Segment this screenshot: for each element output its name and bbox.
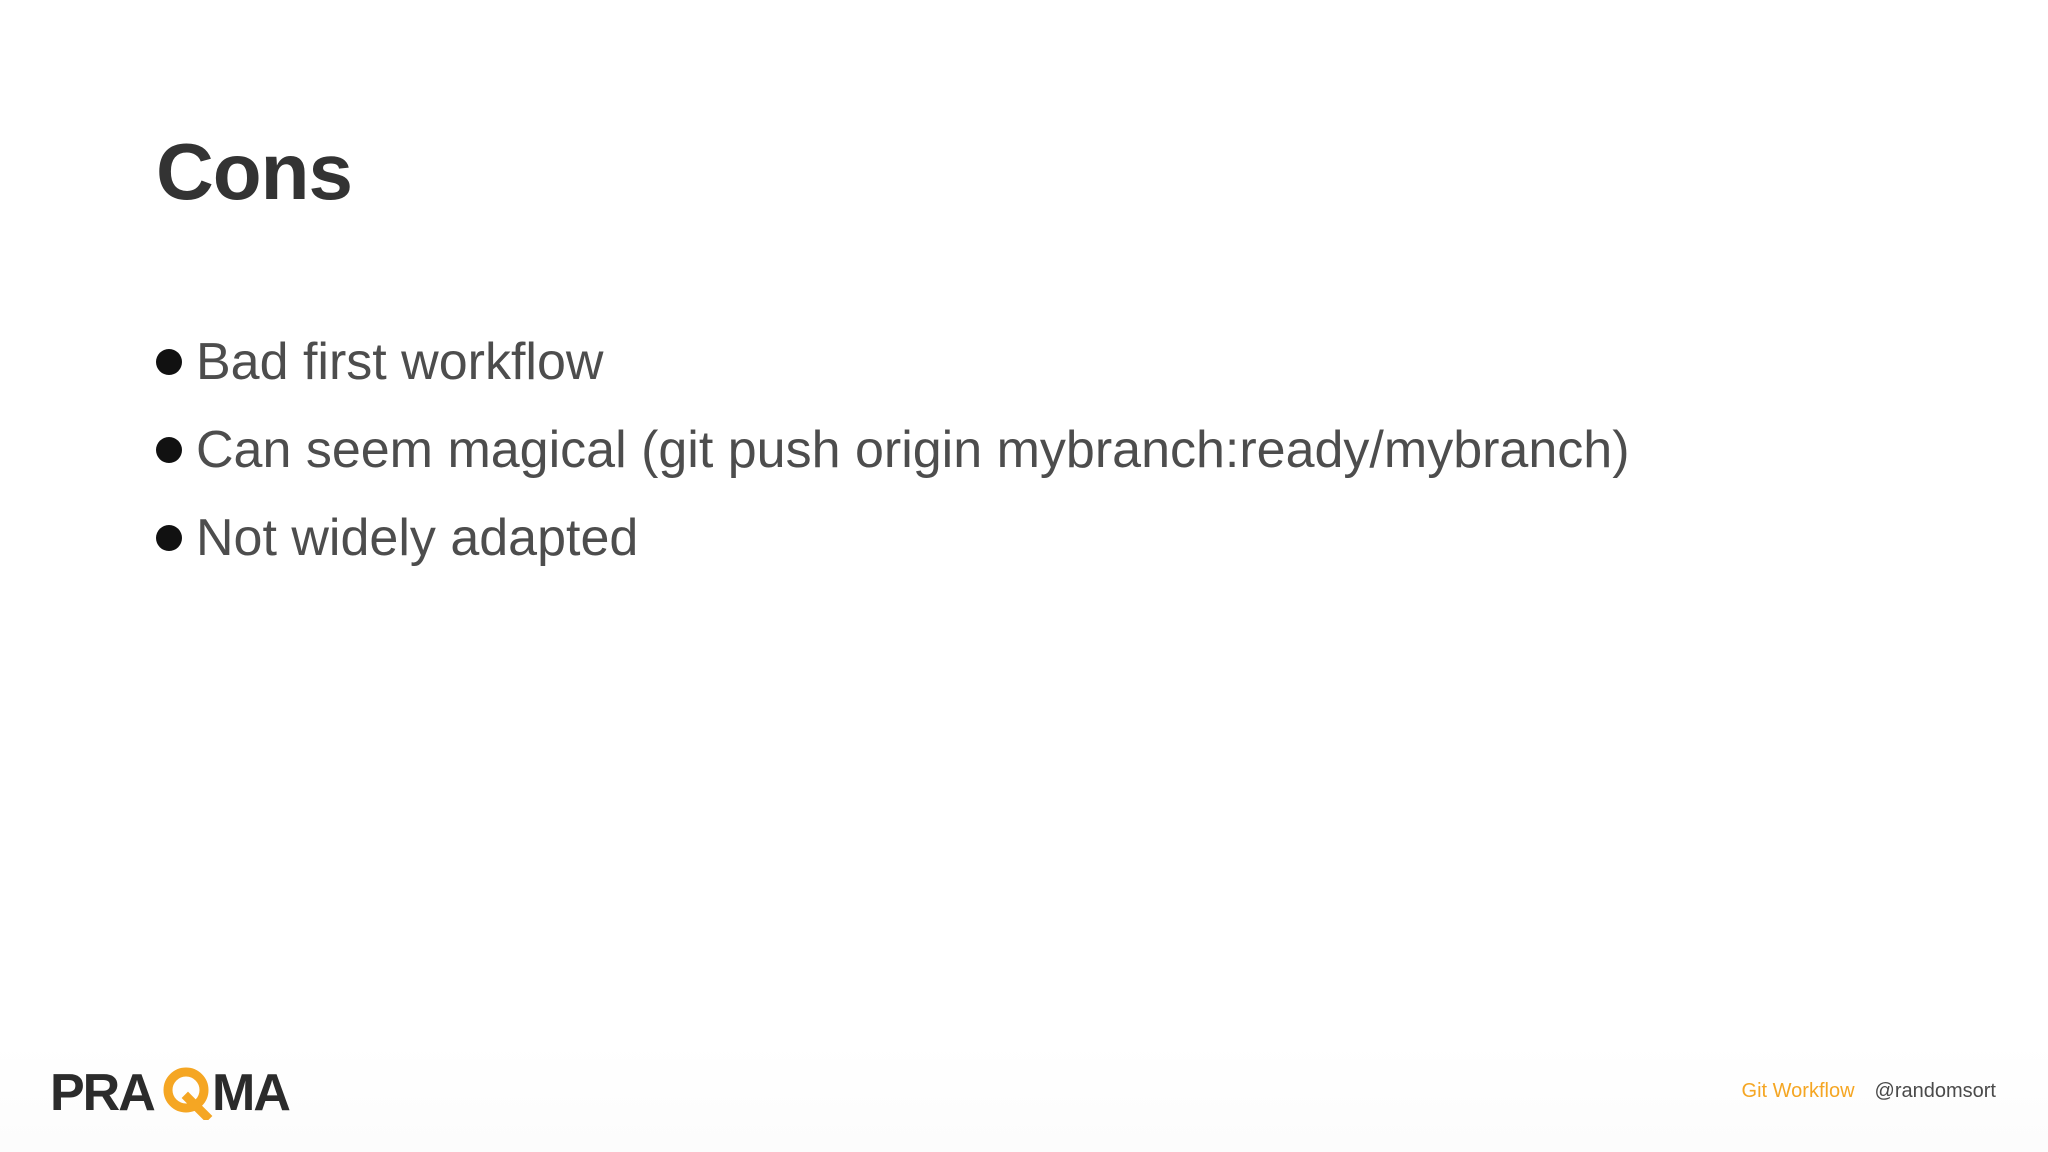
svg-text:PRA: PRA (50, 1064, 155, 1120)
bullet-icon (156, 349, 182, 375)
footer-band (0, 1042, 2048, 1152)
praqma-logo-icon: PRA MA (50, 1064, 292, 1120)
list-item: Can seem magical (git push origin mybran… (156, 406, 1630, 494)
bullet-icon (156, 437, 182, 463)
list-item: Bad first workflow (156, 318, 1630, 406)
bullet-list: Bad first workflow Can seem magical (git… (156, 318, 1630, 582)
footer-handle: @randomsort (1874, 1080, 1996, 1102)
bullet-text: Not widely adapted (196, 509, 639, 567)
bullet-text: Bad first workflow (196, 333, 604, 391)
praqma-logo: PRA MA (50, 1060, 300, 1120)
bullet-text: Can seem magical (git push origin mybran… (196, 421, 1630, 479)
bullet-icon (156, 525, 182, 551)
svg-text:MA: MA (212, 1064, 290, 1120)
list-item: Not widely adapted (156, 494, 1630, 582)
slide-title: Cons (156, 127, 353, 216)
footer-topic: Git Workflow (1741, 1080, 1855, 1102)
footer-meta: Git Workflow @randomsort (1742, 1080, 1996, 1103)
